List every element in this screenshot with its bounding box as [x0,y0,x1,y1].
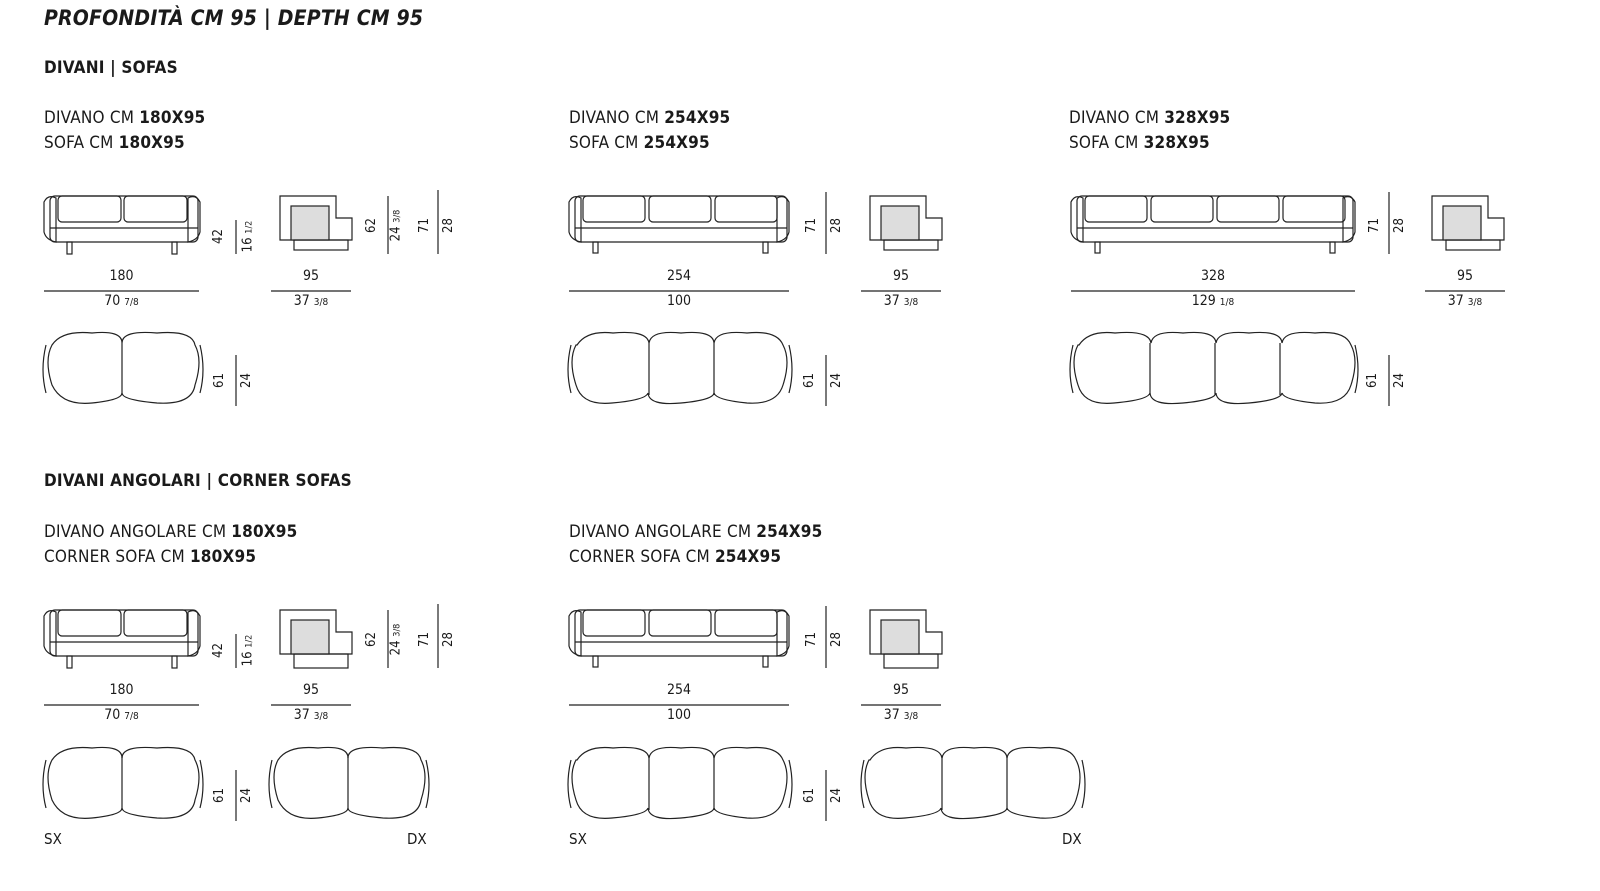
dim-total-height-cm: 71 [803,632,819,647]
side-label-dx: DX [407,830,427,848]
dim-corner-180-depth-cm: 95 [302,682,320,698]
side-label-sx: SX [44,830,62,848]
dim-plan-depth-in: 24 [828,373,844,388]
dim-sofa-328-width-in: 129 1/8 [1191,293,1235,309]
dim-plan-depth-in: 24 [238,373,254,388]
sofa-328-front-view [1070,195,1356,254]
dim-corner-254-depth-in: 37 3/8 [883,707,919,723]
corner-180-side-view [279,609,353,669]
caption-sofa-254: DIVANO CM 254X95 SOFA CM 254X95 [569,108,731,153]
corner-254-front-view [568,609,790,668]
dim-corner-254-width-in: 100 [666,707,692,723]
side-label-sx: SX [569,830,587,848]
corner-180-plan-dx [268,746,430,819]
sofa-180-side-view [279,195,353,251]
dim-plan-depth-cm: 61 [211,788,227,803]
dim-sofa-180-width-in: 70 7/8 [104,293,139,309]
caption-sofa-328: DIVANO CM 328X95 SOFA CM 328X95 [1069,108,1231,153]
sofa-254-side-view [869,195,943,251]
dim-corner-254-depth-cm: 95 [892,682,910,698]
sofa-328-plan-view [1069,331,1359,405]
side-label-dx: DX [1062,830,1082,848]
dim-seat-height-in: 16 1/2 [240,220,256,253]
dim-sofa-180-depth-cm: 95 [302,268,320,284]
dim-corner-180-width-cm: 180 [109,682,134,698]
dim-plan-depth-cm: 61 [801,788,817,803]
dim-total-height-cm: 71 [416,218,432,233]
section-heading-sofas: DIVANI | SOFAS [44,58,178,78]
caption-sofa-180: DIVANO CM 180X95 SOFA CM 180X95 [44,108,206,153]
dim-corner-180-width-in: 70 7/8 [104,707,139,723]
corner-180-plan-sx [42,746,204,819]
page-title: PROFONDITÀ CM 95 | DEPTH CM 95 [44,6,424,30]
caption-corner-254: DIVANO ANGOLARE CM 254X95 CORNER SOFA CM… [569,522,823,567]
caption-corner-180: DIVANO ANGOLARE CM 180X95 CORNER SOFA CM… [44,522,298,567]
dim-plan-depth-in: 24 [238,788,254,803]
dim-arm-height-in: 24 3/8 [388,623,404,656]
dim-plan-depth-cm: 61 [211,373,227,388]
dim-total-height-cm: 71 [1366,218,1382,233]
dim-total-height-in: 28 [440,218,456,233]
sofa-180-front-view [43,195,201,255]
dim-sofa-328-width-cm: 328 [1200,268,1226,284]
corner-254-plan-sx [567,746,793,820]
dim-sofa-180-width-cm: 180 [109,268,134,284]
dim-corner-180-depth-in: 37 3/8 [293,707,329,723]
dim-sofa-254-width-cm: 254 [666,268,692,284]
dim-plan-depth-cm: 61 [801,373,817,388]
dim-arm-height-cm: 62 [363,632,379,647]
dim-seat-height-cm: 42 [210,643,226,658]
dim-total-height-cm: 71 [803,218,819,233]
dim-sofa-254-width-in: 100 [666,293,692,309]
section-heading-corner-sofas: DIVANI ANGOLARI | CORNER SOFAS [44,471,352,491]
dim-total-height-in: 28 [828,218,844,233]
dim-total-height-in: 28 [440,632,456,647]
dim-seat-height-cm: 42 [210,229,226,244]
dim-seat-height-in: 16 1/2 [240,634,256,667]
corner-254-plan-dx [860,746,1086,820]
dim-plan-depth-cm: 61 [1364,373,1380,388]
dim-plan-depth-in: 24 [1391,373,1407,388]
dimension-lines [44,190,1505,821]
dim-corner-254-width-cm: 254 [666,682,692,698]
dim-arm-height-cm: 62 [363,218,379,233]
sofa-254-plan-view [567,331,793,405]
dim-sofa-328-depth-cm: 95 [1456,268,1474,284]
dim-arm-height-in: 24 3/8 [388,209,404,242]
dim-sofa-180-depth-in: 37 3/8 [293,293,329,309]
corner-254-side-view [869,609,943,669]
dim-sofa-254-depth-cm: 95 [892,268,910,284]
dim-total-height-cm: 71 [416,632,432,647]
dim-sofa-254-depth-in: 37 3/8 [883,293,919,309]
dim-total-height-in: 28 [1391,218,1407,233]
sofa-328-side-view [1431,195,1505,251]
dim-plan-depth-in: 24 [828,788,844,803]
dim-total-height-in: 28 [828,632,844,647]
sofa-180-plan-view [42,331,204,404]
dim-sofa-328-depth-in: 37 3/8 [1447,293,1483,309]
sofa-254-front-view [568,195,790,254]
corner-180-front-view [43,609,201,669]
